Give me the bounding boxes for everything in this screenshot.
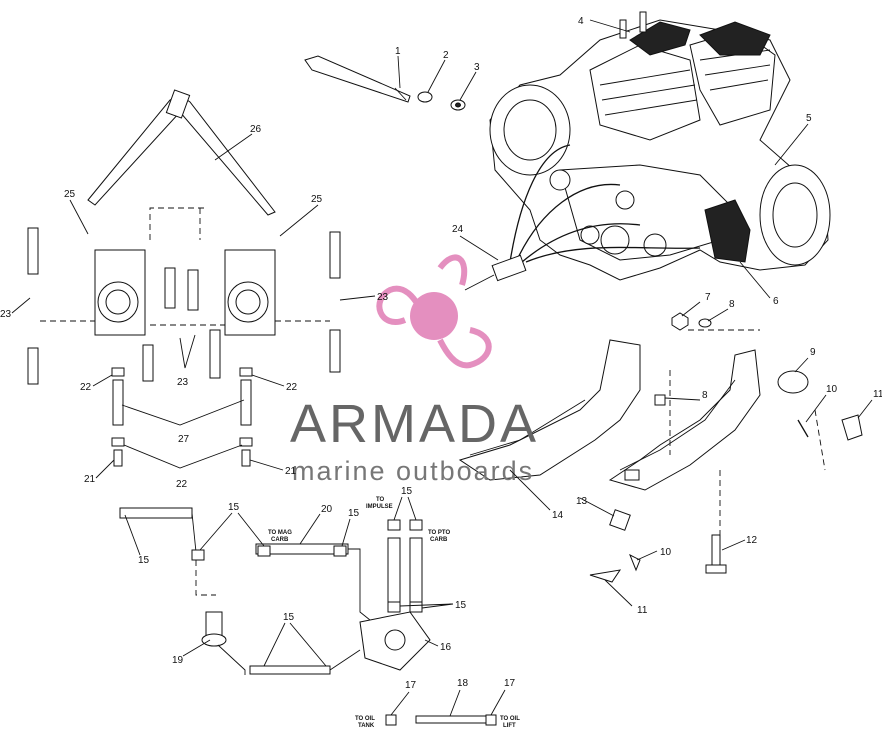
watermark-subtitle: marine outboards: [292, 456, 534, 486]
callout-15a: 15: [228, 502, 240, 513]
callout-7: 7: [705, 292, 711, 303]
callout-23b: 23: [377, 292, 389, 303]
callout-17b: 17: [504, 678, 516, 689]
note-to-impulse-line2: IMPULSE: [366, 504, 393, 510]
callout-3: 3: [474, 62, 480, 73]
callout-13: 13: [576, 496, 588, 507]
ignition-coil: [464, 254, 527, 291]
armada-logo: [376, 254, 492, 369]
callout-20: 20: [321, 504, 333, 515]
note-to-mag-carb-line1: TO MAG: [268, 530, 292, 536]
callout-4: 4: [578, 16, 584, 27]
callouts: 1 2 3 4 5 6 7 8 8 9 10 11 12 13 10 11 14…: [0, 16, 882, 691]
callout-23c: 23: [177, 377, 189, 388]
callout-17a: 17: [405, 680, 417, 691]
note-to-pto-carb-line1: TO PTO: [428, 530, 450, 536]
callout-22: 22: [80, 382, 92, 393]
callout-25b: 25: [311, 194, 323, 205]
bolt-and-washers: [304, 55, 466, 111]
callout-21: 21: [84, 474, 96, 485]
callout-10b: 10: [660, 547, 672, 558]
callout-16: 16: [440, 642, 452, 653]
note-to-oil-lift-line1: TO OIL: [500, 716, 520, 722]
note-to-mag-carb-line2: CARB: [271, 537, 289, 543]
routing-notes: TO MAG CARB TO IMPULSE TO PTO CARB TO OI…: [268, 497, 520, 729]
engine-assembly: [489, 11, 831, 281]
callout-26: 26: [250, 124, 262, 135]
callout-15e: 15: [455, 600, 467, 611]
callout-22c: 22: [176, 479, 188, 490]
note-to-oil-tank-line2: TANK: [358, 723, 375, 729]
callout-12: 12: [746, 535, 758, 546]
callout-11b: 11: [637, 605, 648, 616]
propeller-hub: [410, 292, 458, 340]
fuel-line-routing: [119, 507, 497, 726]
callout-2: 2: [443, 50, 449, 61]
callout-11: 11: [873, 389, 882, 400]
note-to-oil-tank-line1: TO OIL: [355, 716, 375, 722]
callout-15d: 15: [401, 486, 413, 497]
callout-10: 10: [826, 384, 838, 395]
callout-5: 5: [806, 113, 812, 124]
callout-14: 14: [552, 510, 564, 521]
callout-1: 1: [395, 46, 401, 57]
callout-22b: 22: [286, 382, 298, 393]
callout-24: 24: [452, 224, 464, 235]
callout-21b: 21: [285, 466, 297, 477]
note-to-oil-lift-line2: LIFT: [503, 723, 516, 729]
callout-6: 6: [773, 296, 779, 307]
callout-15c: 15: [348, 508, 360, 519]
callout-27: 27: [178, 434, 190, 445]
callout-18: 18: [457, 678, 469, 689]
callout-15b: 15: [138, 555, 150, 566]
propeller-logo-icon: [376, 254, 492, 369]
watermark-title: ARMADA: [290, 394, 539, 454]
callout-25: 25: [64, 189, 76, 200]
callout-8b: 8: [702, 390, 708, 401]
callout-19: 19: [172, 655, 184, 666]
callout-15f: 15: [283, 612, 295, 623]
leader-lines: [11, 19, 873, 717]
note-to-impulse-line1: TO: [376, 497, 385, 503]
engine-mount-plates: [458, 312, 863, 583]
note-to-pto-carb-line2: CARB: [430, 537, 448, 543]
callout-9: 9: [810, 347, 816, 358]
callout-23: 23: [0, 309, 12, 320]
callout-8: 8: [729, 299, 735, 310]
carburetor-assembly: [27, 89, 341, 469]
